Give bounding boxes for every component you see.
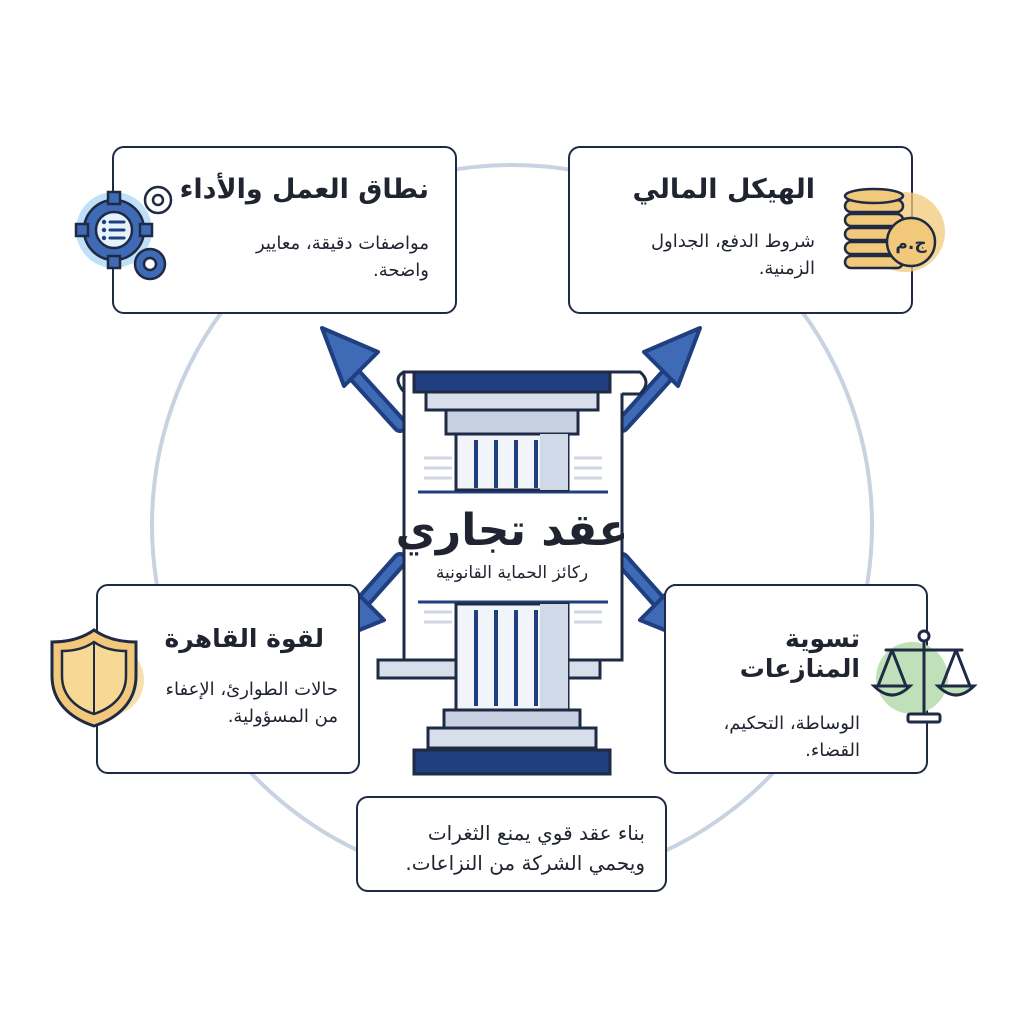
gears-checklist-icon: [74, 185, 173, 281]
card-force-majeure-title: لقوة القاهرة: [164, 624, 325, 653]
card-disputes-title: تسوية المنازعات: [739, 624, 860, 683]
shield-icon: [50, 628, 144, 728]
center-title: عقد تجاري: [395, 505, 629, 556]
card-force-majeure-desc: حالات الطوارئ، الإعفاء من المسؤولية.: [165, 679, 338, 727]
card-financial-desc: شروط الدفع، الجداول الزمنية.: [650, 231, 815, 279]
card-scope: نطاق العمل والأداء مواصفات دقيقة، معايير…: [74, 146, 457, 314]
coins-icon: ج.م: [843, 187, 945, 272]
card-financial: الهيكل المالي شروط الدفع، الجداول الزمني…: [568, 146, 945, 314]
card-scope-title: نطاق العمل والأداء: [179, 174, 429, 205]
center-subtitle: ركائز الحماية القانونية: [435, 563, 589, 583]
card-scope-desc: مواصفات دقيقة، معايير واضحة.: [255, 233, 429, 281]
card-summary-desc: بناء عقد قوي يمنع الثغرات ويحمي الشركة م…: [405, 821, 645, 875]
card-summary: بناء عقد قوي يمنع الثغرات ويحمي الشركة م…: [356, 796, 667, 892]
card-disputes: تسوية المنازعات الوساطة، التحكيم، القضاء…: [664, 584, 978, 774]
coin-label: ج.م: [895, 234, 927, 254]
card-disputes-desc: الوساطة، التحكيم، القضاء.: [723, 713, 860, 761]
card-financial-title: الهيكل المالي: [632, 174, 815, 205]
pillar-icon: [412, 370, 612, 776]
arrow-top-right: [614, 326, 702, 433]
card-force-majeure: لقوة القاهرة حالات الطوارئ، الإعفاء من ا…: [50, 584, 360, 774]
scales-icon: [870, 629, 978, 724]
arrow-top-left: [320, 326, 408, 433]
